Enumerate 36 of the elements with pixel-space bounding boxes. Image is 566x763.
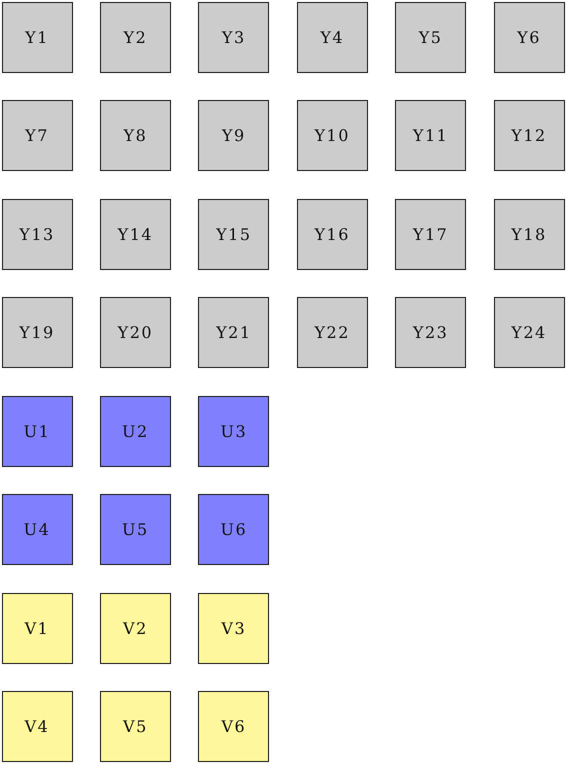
labeled-tile: V3 bbox=[198, 592, 270, 664]
labeled-tile: V1 bbox=[2, 592, 72, 664]
labeled-tile: Y14 bbox=[100, 198, 171, 270]
labeled-tile: V2 bbox=[100, 592, 171, 664]
labeled-tile: Y7 bbox=[2, 100, 72, 171]
labeled-tile: Y13 bbox=[2, 198, 72, 270]
labeled-tile: Y19 bbox=[2, 297, 72, 368]
labeled-tile: Y20 bbox=[100, 297, 171, 368]
labeled-tile: V5 bbox=[100, 691, 171, 762]
labeled-tile: Y1 bbox=[2, 2, 72, 72]
labeled-tile: U4 bbox=[2, 494, 72, 565]
labeled-tile: Y12 bbox=[494, 100, 564, 171]
labeled-tile: Y18 bbox=[494, 198, 564, 270]
labeled-tile: Y8 bbox=[100, 100, 171, 171]
labeled-tile: U2 bbox=[100, 396, 171, 466]
labeled-tile: Y10 bbox=[296, 100, 368, 171]
labeled-tile: Y24 bbox=[494, 297, 564, 368]
labeled-tile: Y23 bbox=[395, 297, 466, 368]
labeled-tile: U1 bbox=[2, 396, 72, 466]
labeled-tile: Y3 bbox=[198, 2, 270, 72]
labeled-tile: V6 bbox=[198, 691, 270, 762]
labeled-tile: Y4 bbox=[296, 2, 368, 72]
labeled-tile: Y22 bbox=[296, 297, 368, 368]
labeled-tile: Y17 bbox=[395, 198, 466, 270]
labeled-tile: Y2 bbox=[100, 2, 171, 72]
labeled-tile: Y9 bbox=[198, 100, 270, 171]
labeled-tile: Y15 bbox=[198, 198, 270, 270]
labeled-tile: V4 bbox=[2, 691, 72, 762]
labeled-tile: U5 bbox=[100, 494, 171, 565]
labeled-tile: Y11 bbox=[395, 100, 466, 171]
labeled-tile: U3 bbox=[198, 396, 270, 466]
labeled-tile: U6 bbox=[198, 494, 270, 565]
labeled-tile: Y16 bbox=[296, 198, 368, 270]
labeled-tile: Y6 bbox=[494, 2, 564, 72]
labeled-tile: Y21 bbox=[198, 297, 270, 368]
labeled-tile: Y5 bbox=[395, 2, 466, 72]
